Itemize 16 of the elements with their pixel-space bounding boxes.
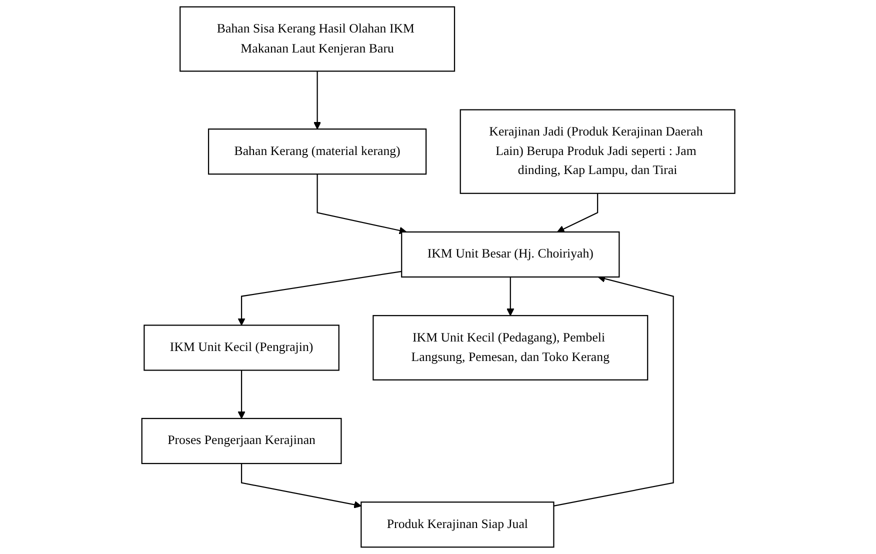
arrow (553, 275, 674, 507)
node-box: IKM Unit Kecil (Pedagang), Pembeli Langsung, Pemesan, dan Toko Kerang (372, 315, 648, 380)
arrow (240, 464, 362, 508)
node-box: Proses Pengerjaan Kerajinan (140, 418, 342, 464)
arrow (556, 193, 598, 232)
node-box: IKM Unit Besar (Hj. Choiriyah) (400, 231, 620, 278)
arrow (316, 174, 406, 234)
node-box: Produk Kerajinan Siap Jual (360, 502, 554, 548)
arrow (237, 370, 245, 419)
arrow (506, 277, 514, 316)
arrow (237, 270, 402, 326)
node-box: Bahan Kerang (material kerang) (208, 128, 426, 175)
node-box: IKM Unit Kecil (Pengrajin) (143, 324, 340, 371)
node-box: Kerajinan Jadi (Produk Kerajinan Daerah Lain) Berupa Produk Jadi seperti : Jam dinding, Kap Lampu, dan Tirai (459, 109, 736, 194)
node-box: Bahan Sisa Kerang Hasil Olahan IKM Makanan Laut Kenjeran Baru (179, 6, 455, 72)
arrow (313, 71, 321, 130)
